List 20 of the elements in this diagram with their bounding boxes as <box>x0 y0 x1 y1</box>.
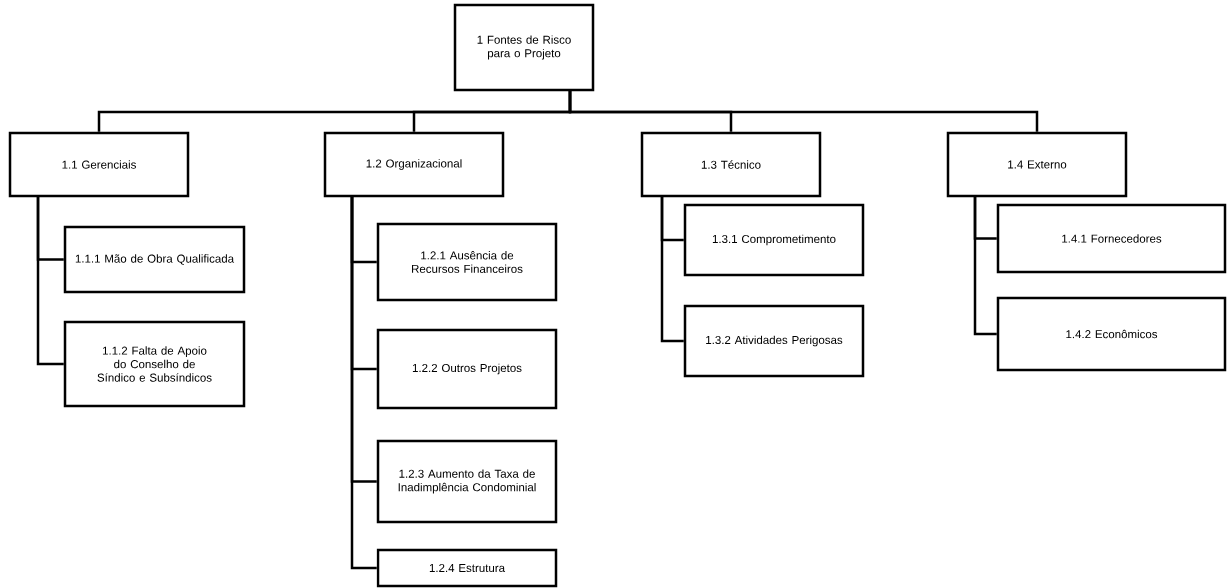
box: 1.2.3 Aumento da Taxa de Inadimplência Condominial <box>376 439 558 524</box>
box: 1.2.4 Estrutura <box>376 548 558 588</box>
box: 1.2.1 Ausência de Recursos Financeiros <box>376 222 558 302</box>
box: 1.3 Técnico <box>640 131 822 198</box>
box: 1.4 Externo <box>946 131 1128 198</box>
box: 1.4.1 Fornecedores <box>996 203 1227 274</box>
connector-line <box>350 196 377 570</box>
box: 1.2 Organizacional <box>323 131 505 198</box>
box: 1.1.2 Falta de Apoio do Conselho de Síndico e Subsíndicos <box>63 320 246 408</box>
box: 1.3.1 Comprometimento <box>683 203 865 277</box>
box: 1.2.2 Outros Projetos <box>376 328 558 410</box>
connector-line <box>36 196 64 366</box>
box: 1 Fontes de Risco para o Projeto <box>453 3 595 92</box>
box: 1.4.2 Econômicos <box>996 296 1227 372</box>
connector-line <box>568 90 1039 132</box>
connector-line <box>973 196 997 336</box>
box: 1.3.2 Atividades Perigosas <box>683 304 865 378</box>
connector-line <box>660 196 684 343</box>
box: 1.1.1 Mão de Obra Qualificada <box>63 225 246 294</box>
box: 1.1 Gerenciais <box>8 131 190 198</box>
